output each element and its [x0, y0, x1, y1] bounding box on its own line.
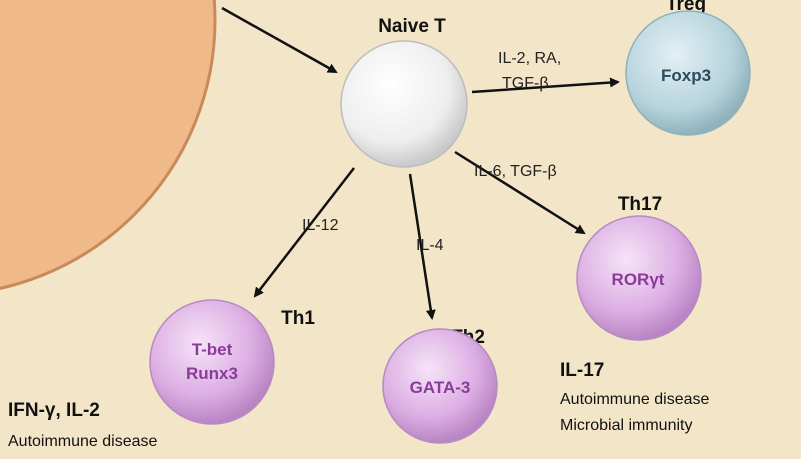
antigen-presenting-cell — [0, 0, 217, 290]
th1-transcription-factor-2: Runx3 — [186, 364, 238, 383]
th1-cell — [149, 299, 275, 425]
arrow-naive-to-th17 — [454, 150, 586, 235]
naive-t-cell — [340, 40, 468, 168]
treg-cytokine-label-line1: IL-2, RA, — [498, 50, 561, 67]
th2-transcription-factor: GATA-3 — [410, 378, 471, 397]
th1-transcription-factor-1: T-bet — [192, 340, 233, 359]
th17-cell — [576, 215, 702, 341]
th1-title: Th1 — [281, 308, 315, 329]
treg-cell — [625, 10, 751, 136]
arrow-apc-to-naive — [221, 6, 338, 74]
th1-cytokine: IFN-γ, IL-2 — [8, 400, 100, 421]
th2-cytokine-label: IL-4 — [416, 237, 444, 254]
th1-note-1: Autoimmune disease — [8, 433, 158, 450]
th17-cytokine: IL-17 — [560, 360, 604, 381]
arrow-naive-to-th1 — [253, 167, 355, 298]
naive-t-title: Naive T — [378, 16, 446, 37]
th1-cytokine-label: IL-12 — [302, 217, 339, 234]
treg-cytokine-label-line2: TGF-β — [502, 75, 549, 92]
treg-transcription-factor: Foxp3 — [661, 66, 711, 85]
th17-transcription-factor: RORγt — [612, 270, 665, 289]
th17-note-1: Autoimmune disease — [560, 391, 710, 408]
arrow-naive-to-th2 — [408, 173, 436, 320]
th17-cytokine-label: IL-6, TGF-β — [474, 163, 557, 180]
th2-cell — [382, 328, 498, 444]
arrow-naive-to-treg — [471, 77, 620, 94]
th17-title: Th17 — [618, 194, 662, 215]
th17-note-2: Microbial immunity — [560, 417, 692, 434]
